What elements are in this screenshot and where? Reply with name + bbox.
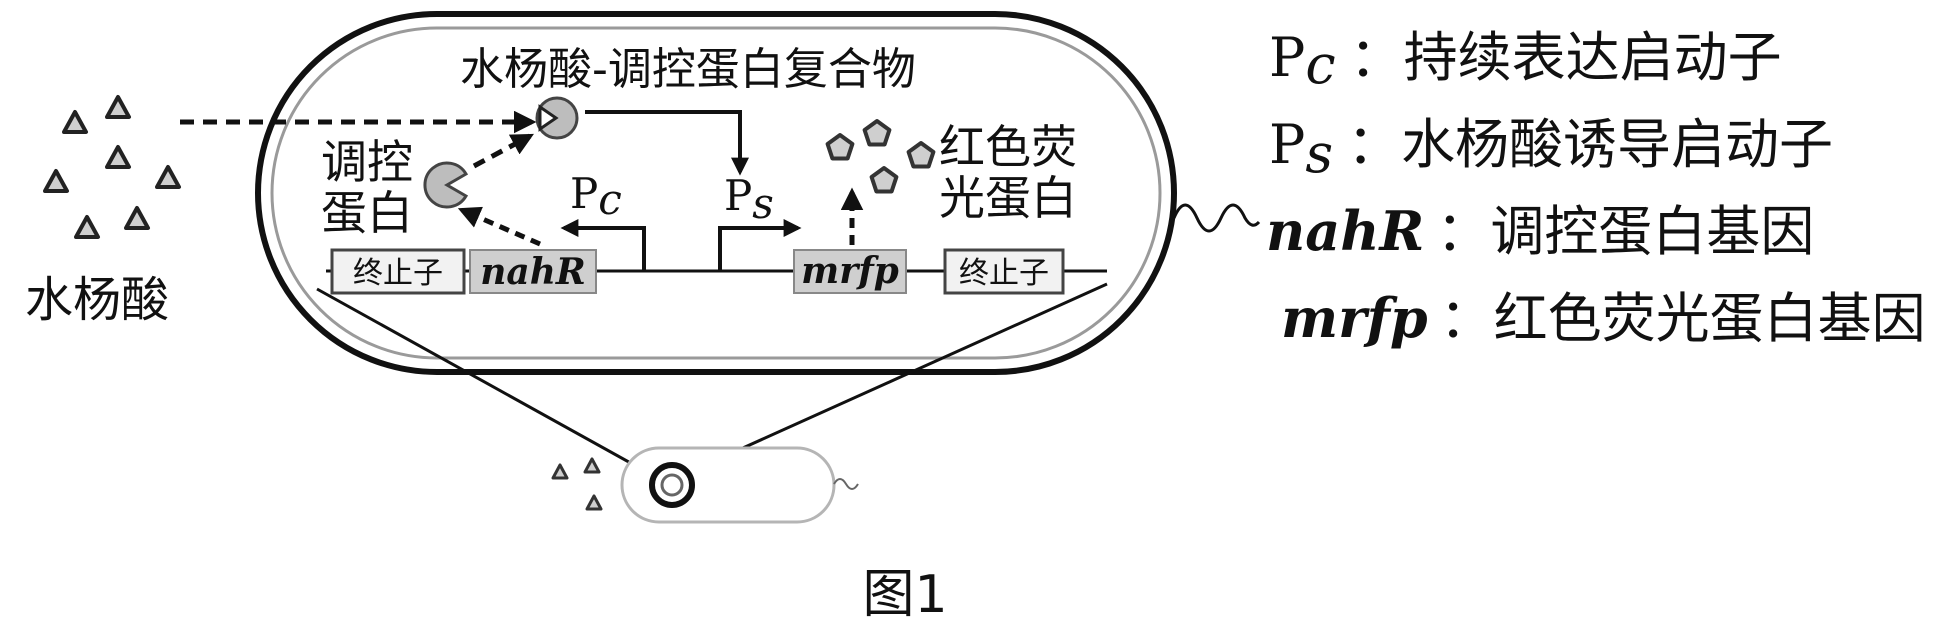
regulator-protein-label-line1: 调控 — [321, 135, 413, 189]
rfp-label-line2: 光蛋白 — [939, 171, 1077, 225]
terminator-right-box: 终止子 — [943, 248, 1065, 295]
legend-ps-symbol: P — [1269, 113, 1305, 176]
legend-row-pc: Pc：持续表达启动子 — [1269, 26, 1782, 96]
small-salicylic-acid-triangle — [551, 463, 569, 480]
ps-promoter-arrow — [718, 219, 802, 271]
binding-dashed-arrow — [472, 133, 534, 169]
salicylic-acid-molecules — [43, 95, 181, 239]
terminator-right-label: 终止子 — [959, 256, 1049, 291]
zoom-line-right — [693, 282, 1108, 472]
legend-row-ps: Ps：水杨酸诱导启动子 — [1269, 113, 1833, 185]
pc-label-main: P — [570, 169, 598, 218]
legend-nahR-description: 调控蛋白基因 — [1490, 200, 1814, 263]
legend-pc-symbol-sub: c — [1305, 33, 1335, 96]
small-salicylic-acid-molecules — [551, 457, 603, 511]
legend-mrfp-description: 红色荧光蛋白基因 — [1494, 287, 1926, 350]
activation-arrow — [585, 110, 749, 176]
mrfp-gene-box: mrfp — [793, 249, 907, 294]
regulator-protein — [423, 161, 469, 209]
plasmid-ring-outer — [649, 462, 695, 508]
salicylic-regulator-complex — [535, 96, 579, 140]
legend-row-mrfp: mrfp：红色荧光蛋白基因 — [1281, 286, 1926, 350]
rfp-pentagon — [869, 166, 899, 194]
legend-pc-symbol: P — [1269, 26, 1305, 89]
legend-mrfp-symbol: mrfp — [1281, 286, 1428, 350]
regulator-protein-label-line2: 蛋白 — [321, 186, 413, 240]
salicylic-acid-triangle — [105, 145, 131, 169]
salicylic-acid-triangle — [105, 95, 131, 119]
rfp-pentagon — [906, 141, 936, 169]
rfp-pentagon — [825, 133, 855, 161]
rfp-pentagon — [862, 119, 892, 147]
terminator-left-label: 终止子 — [353, 256, 443, 291]
ps-promoter-label: Ps — [724, 171, 774, 228]
salicylic-acid-triangle — [43, 169, 69, 193]
legend-nahR-separator: ： — [1436, 200, 1490, 263]
cell-inner-membrane — [270, 26, 1162, 360]
ps-label-sub: s — [752, 179, 774, 228]
salicylic-acid-triangle — [62, 110, 88, 134]
legend-ps-description: 水杨酸诱导启动子 — [1401, 113, 1833, 176]
small-salicylic-acid-triangle — [583, 457, 601, 474]
salicylic-acid-triangle — [124, 206, 150, 230]
terminator-left-box: 终止子 — [330, 248, 466, 295]
pc-promoter-arrow — [560, 219, 646, 271]
legend-nahR-symbol: nahR — [1266, 199, 1424, 263]
zoom-line-left — [316, 287, 655, 478]
figure-caption: 图1 — [862, 565, 947, 625]
rfp-label-line1: 红色荧 — [939, 120, 1077, 174]
red-fluorescent-proteins — [825, 119, 936, 194]
nahR-gene-label: nahR — [480, 251, 586, 293]
salicylic-acid-label: 水杨酸 — [25, 272, 169, 328]
translation-nahR-dashed-arrow — [457, 206, 541, 247]
small-salicylic-acid-triangle — [585, 494, 603, 511]
mrfp-gene-label: mrfp — [801, 250, 899, 292]
legend-pc-description: 持续表达启动子 — [1404, 26, 1782, 89]
pc-label-sub: c — [598, 175, 622, 224]
complex-label: 水杨酸-调控蛋白复合物 — [460, 44, 916, 95]
ps-label-main: P — [724, 171, 752, 220]
legend-pc-separator: ： — [1350, 26, 1404, 89]
nahR-gene-box: nahR — [469, 249, 597, 294]
small-bacterium-cell — [620, 446, 859, 524]
small-flagellum — [833, 478, 859, 490]
legend-ps-symbol-sub: s — [1305, 122, 1333, 185]
legend-ps-separator: ： — [1347, 113, 1401, 176]
plasmid-ring-inner — [660, 473, 684, 497]
legend: Pc：持续表达启动子 Ps：水杨酸诱导启动子 nahR：调控蛋白基因 mrfp：… — [1266, 26, 1926, 350]
legend-row-nahR: nahR：调控蛋白基因 — [1266, 199, 1814, 263]
salicylic-acid-triangle — [155, 165, 181, 189]
bound-salicylic-acid — [538, 104, 559, 132]
flagellum — [1172, 203, 1261, 233]
legend-mrfp-separator: ： — [1440, 287, 1494, 350]
pc-promoter-label: Pc — [570, 169, 622, 224]
salicylic-acid-triangle — [74, 215, 100, 239]
